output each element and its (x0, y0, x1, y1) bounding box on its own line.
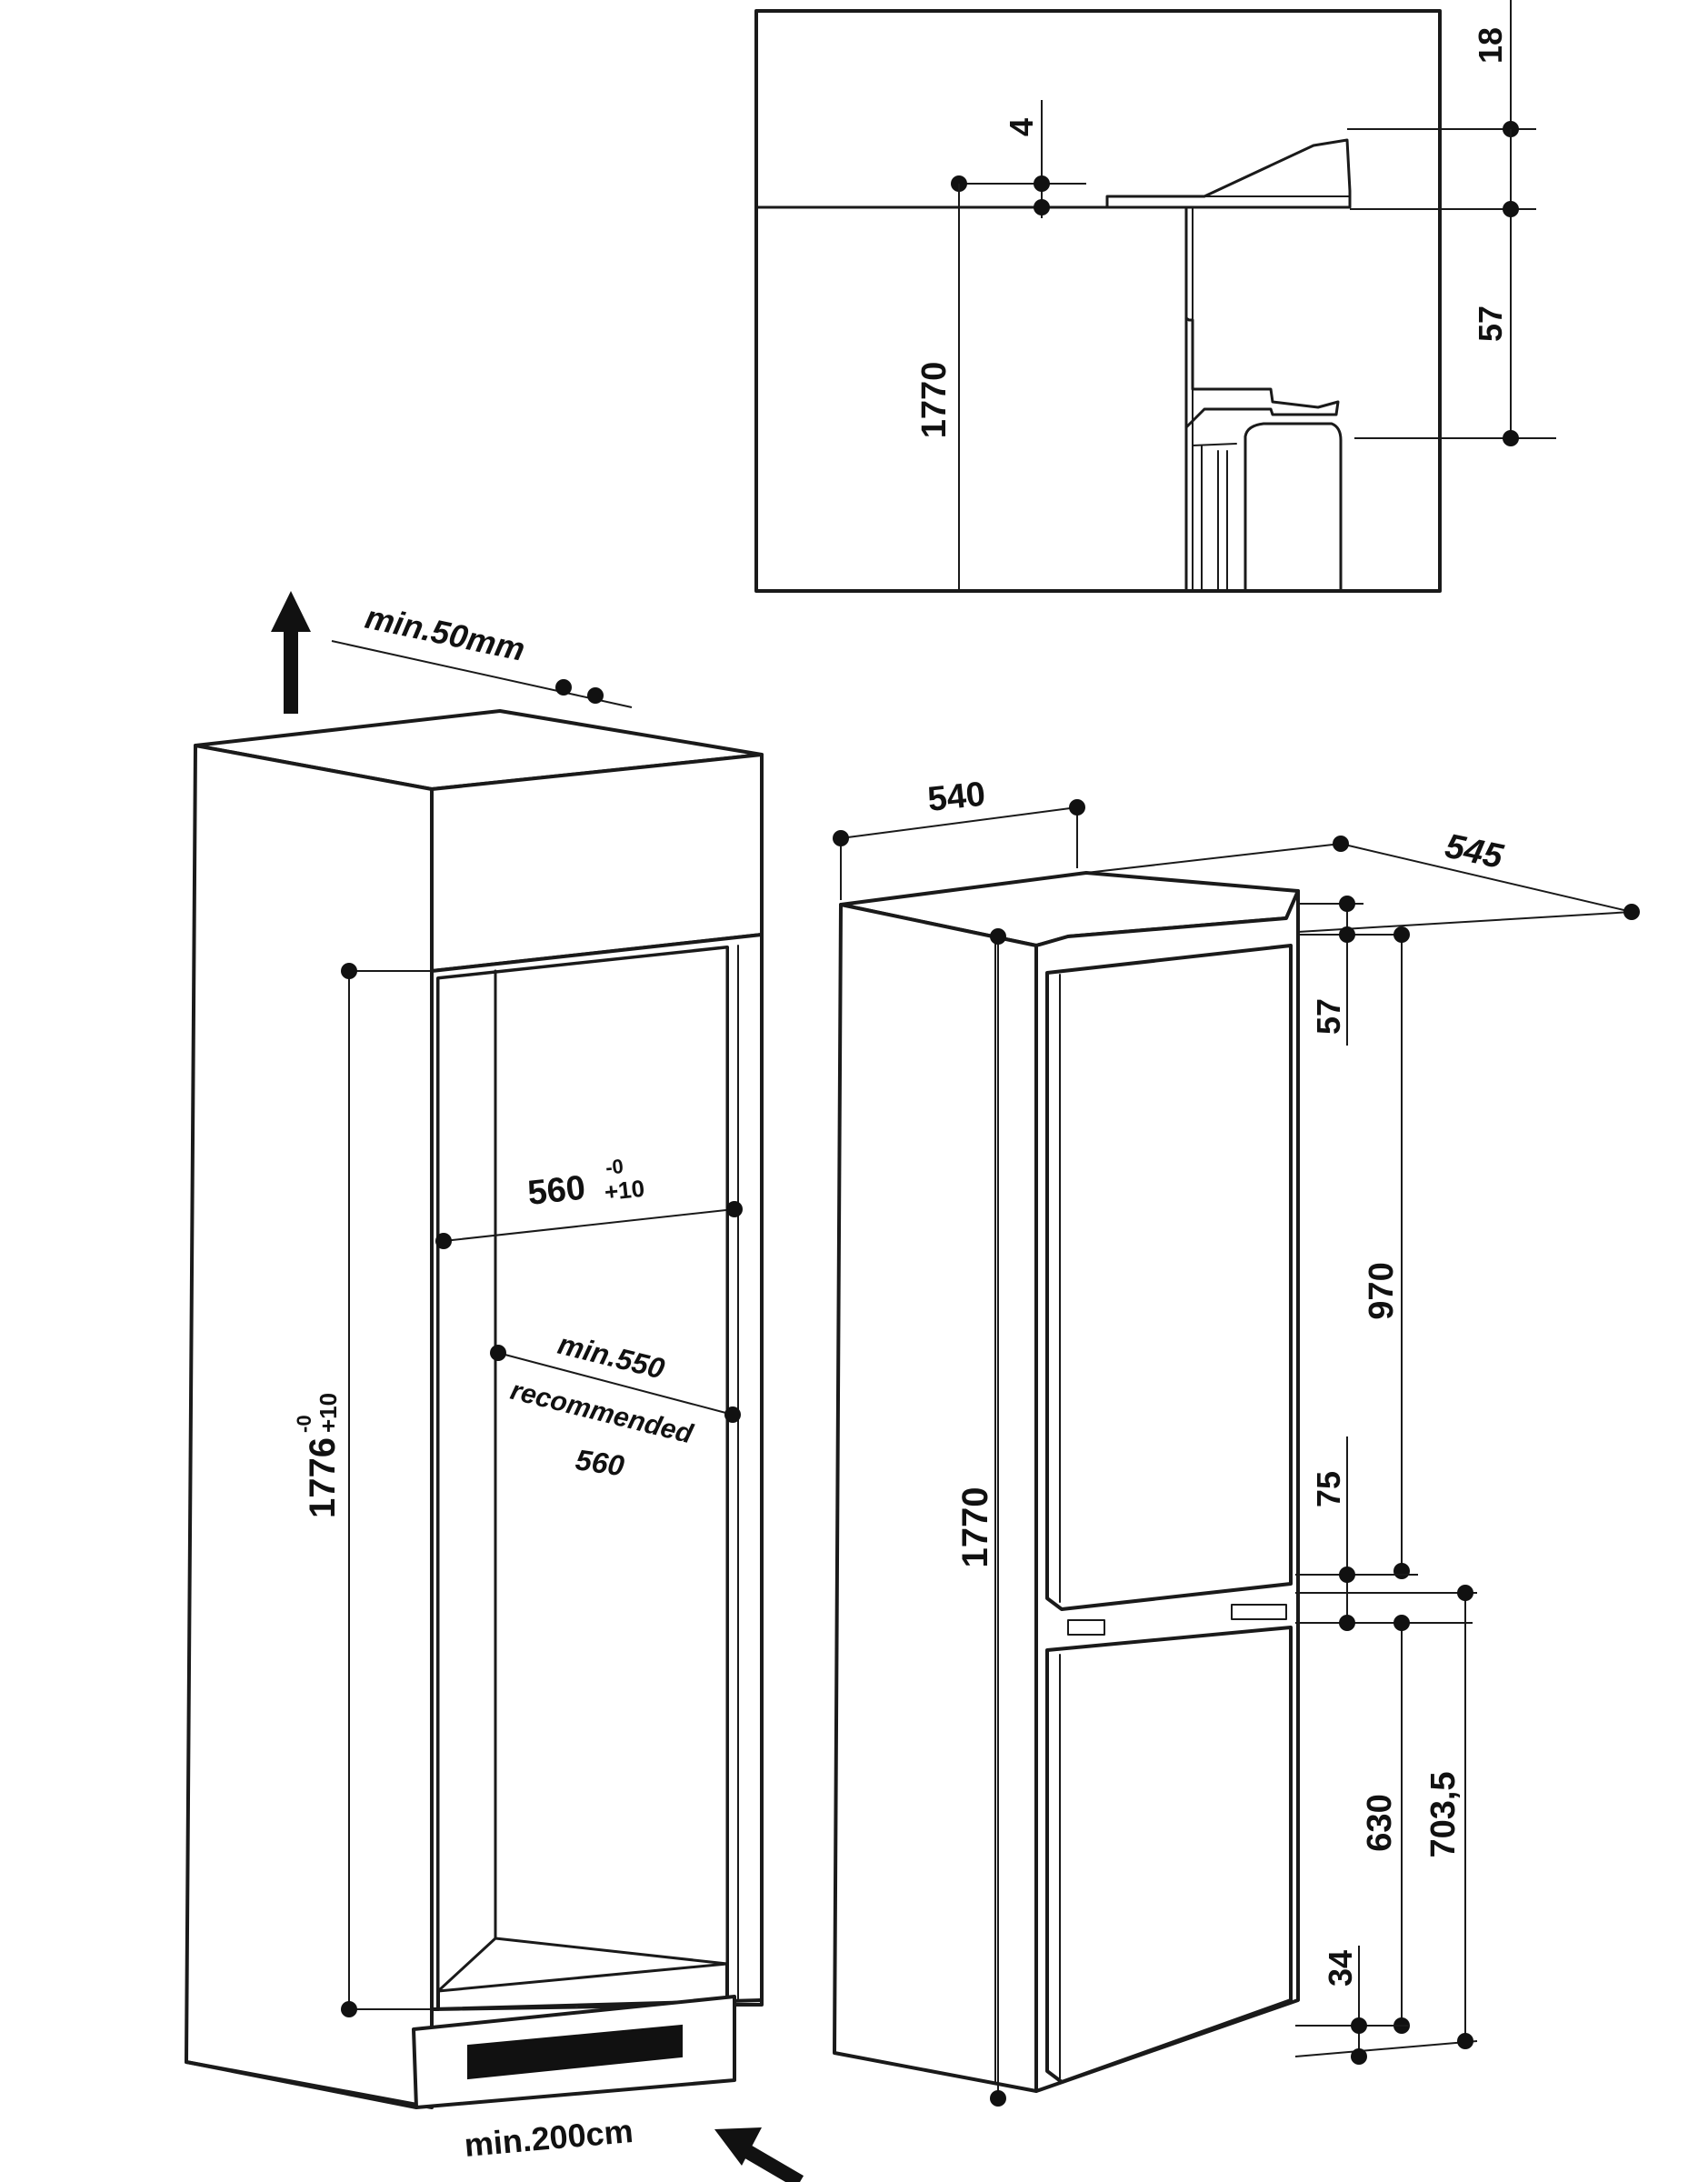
dim-1776-tol-lower: +10 (315, 1393, 342, 1433)
dim-1770d-label: 1770 (915, 362, 954, 439)
appliance-lower-door (1045, 1626, 1293, 2084)
dim-200cm-label: min.200cm (463, 2112, 634, 2164)
detail-door-inner-a (1192, 443, 1237, 446)
dim-560-label-group: 560 -0 +10 (526, 1155, 646, 1213)
dim-75-dot-a (1339, 1566, 1355, 1583)
niche-floor-front (436, 1937, 497, 1993)
dim-75-label: 75 (1310, 1471, 1347, 1507)
dim-50mm-label: min.50mm (362, 598, 528, 668)
dim-7035-dot-a (1457, 1585, 1473, 1601)
dim-970-dot-a (1393, 926, 1410, 943)
dim-545-dot-b (1623, 904, 1640, 920)
appliance-side (833, 903, 1038, 2093)
dim-57d-dot-top (1503, 201, 1519, 217)
dim-4-label: 4 (1003, 118, 1040, 136)
vent-grille (467, 2024, 683, 2080)
airflow-in-arrow (714, 2127, 804, 2182)
dim-630-dot-a (1393, 1615, 1410, 1631)
dim-18-label: 18 (1472, 27, 1509, 64)
dim-1776-label: 1776 (303, 1437, 343, 1518)
dim-1776-dot-bot (341, 2001, 357, 2017)
dim-34-label: 34 (1322, 1950, 1359, 1987)
appliance-view: 540 545 1770 57 970 75 (833, 776, 1640, 2107)
cabinet-floor-line (185, 2060, 418, 2109)
dim-57-label: 57 (1310, 998, 1347, 1035)
dim-57-dot-b (1339, 926, 1355, 943)
dim-7035-label: 703,5 (1424, 1771, 1463, 1857)
dim-560-recommended-value: 560 (574, 1443, 626, 1482)
dim-560-label: 560 (526, 1169, 587, 1213)
dim-1770-dot-top (990, 928, 1006, 945)
dim-1776-dot-top (341, 963, 357, 979)
detail-frame (754, 9, 1442, 593)
hinge-right (1231, 1604, 1287, 1620)
dim-50mm-line (331, 640, 633, 708)
dim-550-dot-a (490, 1345, 506, 1361)
cabinet-view: min.50mm 1776 -0 +10 560 -0 +10 min.550 … (185, 591, 804, 2182)
dim-560-tol-upper: -0 (604, 1155, 624, 1179)
dim-57-dot-a (1339, 896, 1355, 912)
dim-7035-ext-b (1294, 2040, 1478, 2057)
detail-view: 18 57 4 1770 (754, 0, 1556, 593)
dim-560-line (443, 1208, 735, 1242)
dim-970-dot-b (1393, 1563, 1410, 1579)
detail-door-panel (1244, 422, 1343, 593)
appliance-upper-door (1045, 944, 1293, 1611)
dim-970-label: 970 (1363, 1262, 1401, 1319)
dim-1776-tol-upper: -0 (293, 1415, 315, 1433)
dim-7035-dot-b (1457, 2033, 1473, 2049)
dim-560-dot-b (726, 1201, 743, 1217)
detail-bracket (1184, 316, 1340, 429)
dim-545-dot-a (1333, 836, 1349, 852)
dim-560-dot-a (435, 1233, 452, 1249)
dim-50mm-dot-a (555, 679, 572, 696)
dim-550-dot-b (724, 1406, 741, 1423)
hinge-left (1067, 1619, 1105, 1636)
dim-1770-label: 1770 (955, 1487, 995, 1568)
dim-75-dot-b (1339, 1615, 1355, 1631)
dim-540-label: 540 (926, 776, 987, 819)
airflow-up-arrow (271, 591, 311, 714)
dim-4-dot-c (1034, 199, 1050, 215)
dim-1770-dot-bot (990, 2090, 1006, 2107)
dim-550-line (497, 1352, 734, 1416)
dim-545-ext (1085, 843, 1342, 874)
dim-545-ext-b (1297, 911, 1633, 933)
dim-560-tol-lower: +10 (603, 1175, 645, 1206)
dim-4-dot-b (1034, 175, 1050, 192)
detail-hinge-plate (1105, 138, 1352, 209)
dim-540-dot-b (1069, 799, 1085, 816)
dim-50mm-dot-b (587, 687, 604, 704)
dim-34-dot-b (1351, 2048, 1367, 2065)
dim-34-dot-a (1351, 2017, 1367, 2034)
dim-57d-label: 57 (1472, 305, 1509, 342)
dim-545-line (1340, 843, 1633, 913)
dim-540-dot-a (833, 830, 849, 846)
niche-floor-back (494, 1937, 729, 1966)
dim-57d-dot-bot (1503, 430, 1519, 446)
dim-630-label: 630 (1361, 1794, 1399, 1851)
dim-1776-label-group: 1776 -0 +10 (293, 1393, 343, 1518)
dim-540-line (840, 806, 1078, 839)
